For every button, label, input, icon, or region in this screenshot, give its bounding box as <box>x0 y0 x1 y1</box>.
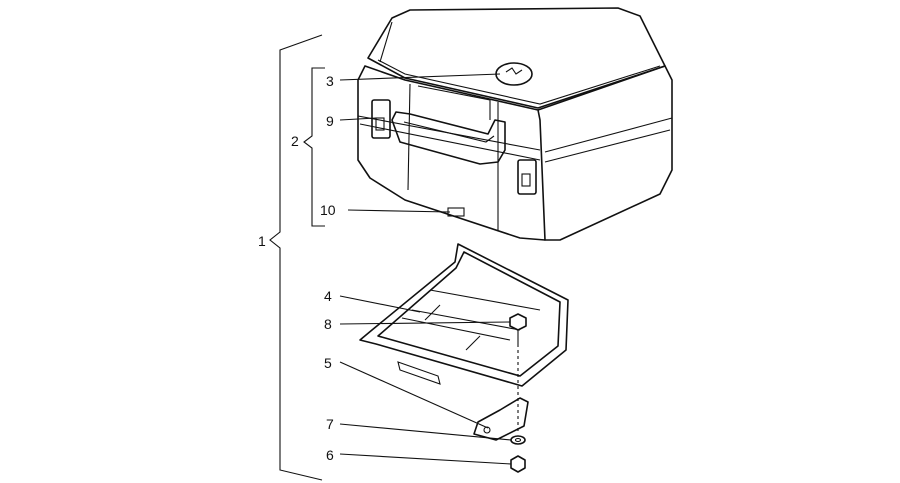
callout-6: 6 <box>326 447 334 463</box>
top-case <box>357 7 673 241</box>
callout-9: 9 <box>326 113 334 129</box>
callout-2: 2 <box>291 133 299 149</box>
callout-4: 4 <box>324 288 332 304</box>
luggage-rack <box>359 243 569 441</box>
leader-lines <box>339 73 512 465</box>
callout-1: 1 <box>258 233 266 249</box>
bracket-group-1 <box>269 34 323 481</box>
hardware <box>509 313 527 473</box>
callout-5: 5 <box>324 355 332 371</box>
callout-10: 10 <box>320 202 336 218</box>
callout-8: 8 <box>324 316 332 332</box>
bracket-group-2 <box>303 67 325 227</box>
callout-7: 7 <box>326 416 334 432</box>
callout-3: 3 <box>326 73 334 89</box>
